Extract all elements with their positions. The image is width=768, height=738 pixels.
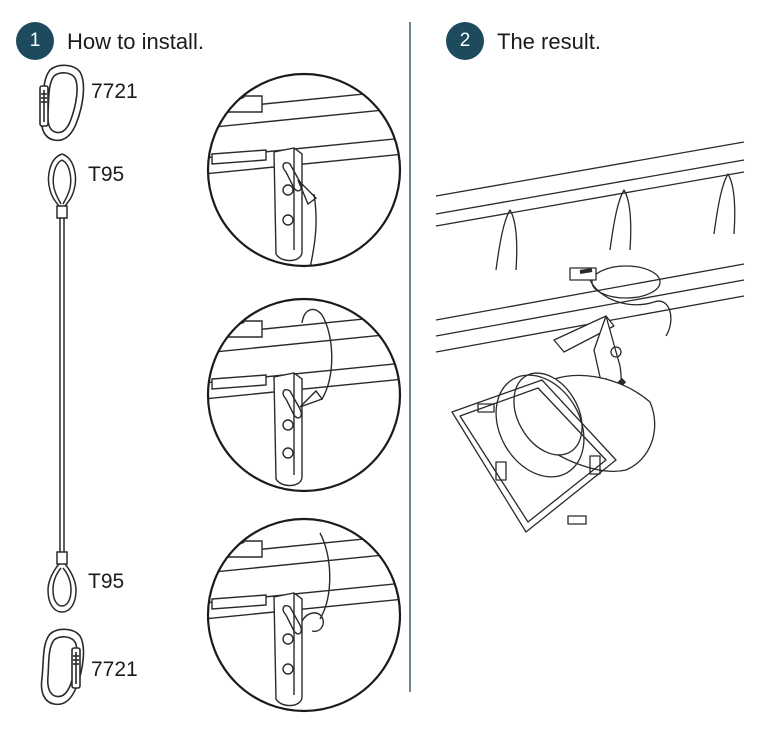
part-label-carabiner-bottom: 7721 <box>91 658 138 681</box>
part-label-carabiner-top: 7721 <box>91 80 138 103</box>
spotlight-on-truss <box>430 130 750 550</box>
step-2-badge: 2 <box>446 22 484 60</box>
step-2-title: The result. <box>497 29 601 54</box>
carabiner-icon <box>36 628 90 710</box>
installation-detail <box>204 295 404 495</box>
step-1-badge: 1 <box>16 22 54 60</box>
part-label-loop-top: T95 <box>88 163 125 186</box>
safety-cable-icon <box>40 150 84 620</box>
part-label-loop-bottom: T95 <box>88 570 125 593</box>
step-1-title: How to install. <box>67 29 204 54</box>
installation-detail <box>204 70 404 270</box>
installation-detail <box>204 515 404 715</box>
section-divider <box>409 22 411 692</box>
carabiner-icon <box>36 64 90 146</box>
